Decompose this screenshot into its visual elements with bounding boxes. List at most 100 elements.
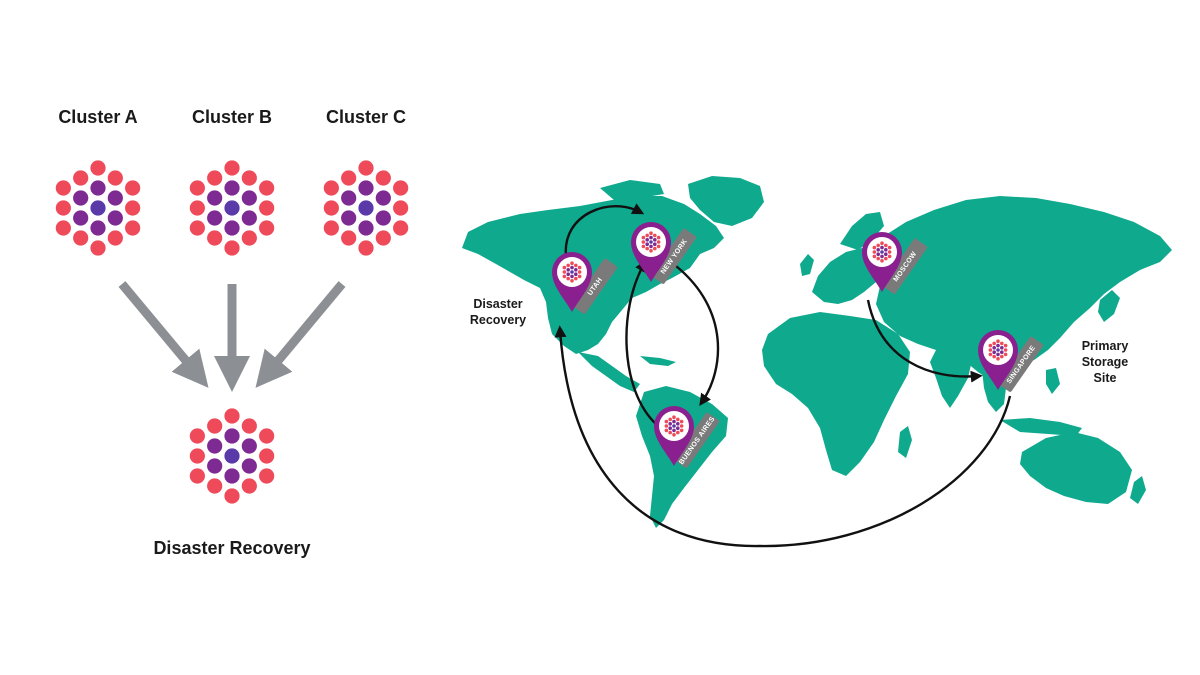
cluster-node-outer — [876, 256, 880, 261]
cluster-node-inner — [207, 458, 223, 474]
cluster-node-inner — [570, 274, 574, 279]
cluster-node-inner — [1000, 350, 1004, 355]
cluster-node-outer — [393, 200, 409, 216]
land-uk — [800, 254, 814, 276]
cluster-node-outer — [887, 250, 892, 254]
cluster-node-outer — [992, 341, 996, 346]
cluster-node-outer — [90, 160, 106, 176]
cluster-node-outer — [988, 352, 993, 357]
cluster-node-inner — [241, 190, 257, 206]
cluster-node-outer — [676, 417, 680, 422]
cluster-node-inner — [207, 190, 223, 206]
pin-cluster-icon — [664, 415, 684, 437]
pin-utah: UTAH — [552, 252, 618, 314]
cluster-node-outer — [884, 256, 888, 261]
land-asia — [866, 196, 1172, 380]
cluster-node-outer — [241, 230, 257, 246]
cluster-node-inner — [207, 438, 223, 454]
land-central-america — [578, 352, 640, 392]
pin-tag: UTAH — [572, 258, 618, 314]
cluster-node-outer — [55, 180, 71, 196]
cluster-node-outer — [566, 263, 570, 268]
cluster-node-outer — [358, 160, 374, 176]
cluster-diagram: Cluster A Cluster B Cluster C Disaster R… — [55, 107, 409, 558]
cluster-node-outer — [876, 243, 880, 248]
connector-moscow-to-singapore — [866, 299, 983, 383]
land-australia — [1020, 432, 1132, 504]
land-philippines — [1046, 368, 1060, 394]
cluster-node-outer — [1000, 354, 1004, 359]
cluster-node-outer — [668, 430, 672, 435]
cluster-node-outer — [641, 240, 646, 244]
arrow-cluster-c — [255, 281, 346, 388]
cluster-node-outer — [664, 424, 669, 428]
cluster-node-inner — [73, 190, 89, 206]
cluster-node-center — [570, 270, 574, 274]
cluster-node-outer — [574, 276, 578, 281]
cluster-node-outer — [73, 170, 89, 186]
cluster-node-inner — [996, 352, 1000, 357]
cluster-node-outer — [570, 261, 574, 266]
land-africa — [762, 312, 910, 476]
cluster-node-inner — [645, 238, 649, 242]
cluster-node-outer — [241, 418, 257, 434]
cluster-node-inner — [1000, 346, 1004, 350]
cluster-node-outer — [872, 254, 877, 259]
cluster-node-inner — [241, 438, 257, 454]
cluster-node-outer — [73, 230, 89, 246]
cluster-node-outer — [189, 468, 205, 484]
cluster-c-nodes — [323, 160, 409, 256]
cluster-node-outer — [996, 357, 1000, 361]
cluster-node-inner — [880, 245, 884, 250]
cluster-node-inner — [224, 220, 240, 236]
cluster-node-inner — [566, 268, 570, 272]
cluster-node-inner — [241, 458, 257, 474]
cluster-node-outer — [653, 246, 657, 251]
cluster-node-outer — [55, 200, 71, 216]
cluster-node-outer — [224, 240, 240, 256]
cluster-node-inner — [649, 244, 653, 249]
cluster-node-outer — [562, 274, 567, 279]
cluster-node-outer — [259, 180, 275, 196]
cluster-node-outer — [323, 200, 339, 216]
arrow-cluster-a — [118, 281, 209, 388]
pin-tag-background — [651, 228, 697, 284]
cluster-node-inner — [241, 210, 257, 226]
cluster-node-outer — [872, 250, 877, 254]
cluster-node-center — [224, 200, 240, 216]
primary-storage-label-line2: Storage — [1082, 355, 1129, 369]
land-arctic-islands — [600, 180, 664, 200]
cluster-node-outer — [189, 220, 205, 236]
cluster-b-title: Cluster B — [192, 107, 272, 127]
cluster-node-outer — [341, 230, 357, 246]
cluster-node-outer — [641, 244, 646, 249]
cluster-node-outer — [189, 448, 205, 464]
cluster-node-inner — [880, 254, 884, 259]
cluster-node-outer — [566, 276, 570, 281]
cluster-node-inner — [645, 242, 649, 246]
cluster-node-outer — [672, 433, 676, 437]
cluster-node-outer — [259, 200, 275, 216]
cluster-node-inner — [876, 248, 880, 252]
cluster-node-outer — [107, 230, 123, 246]
connector-buenosaires-to-newyork — [625, 259, 657, 425]
cluster-a-title: Cluster A — [58, 107, 137, 127]
cluster-node-inner — [341, 190, 357, 206]
cluster-node-outer — [224, 488, 240, 504]
cluster-c-title: Cluster C — [326, 107, 406, 127]
land-japan — [1098, 290, 1120, 322]
cluster-node-inner — [90, 180, 106, 196]
cluster-node-inner — [996, 343, 1000, 348]
cluster-node-outer — [679, 424, 684, 428]
cluster-node-outer — [55, 220, 71, 236]
cluster-node-outer — [664, 428, 669, 433]
cluster-node-outer — [1003, 343, 1008, 348]
land-greenland — [688, 176, 764, 226]
pin-tag-background — [674, 412, 720, 468]
pin-cluster-icon — [872, 241, 892, 263]
cluster-node-outer — [259, 220, 275, 236]
cluster-node-outer — [207, 230, 223, 246]
cluster-node-outer — [375, 170, 391, 186]
cluster-node-outer — [224, 160, 240, 176]
cluster-node-center — [996, 348, 1000, 352]
